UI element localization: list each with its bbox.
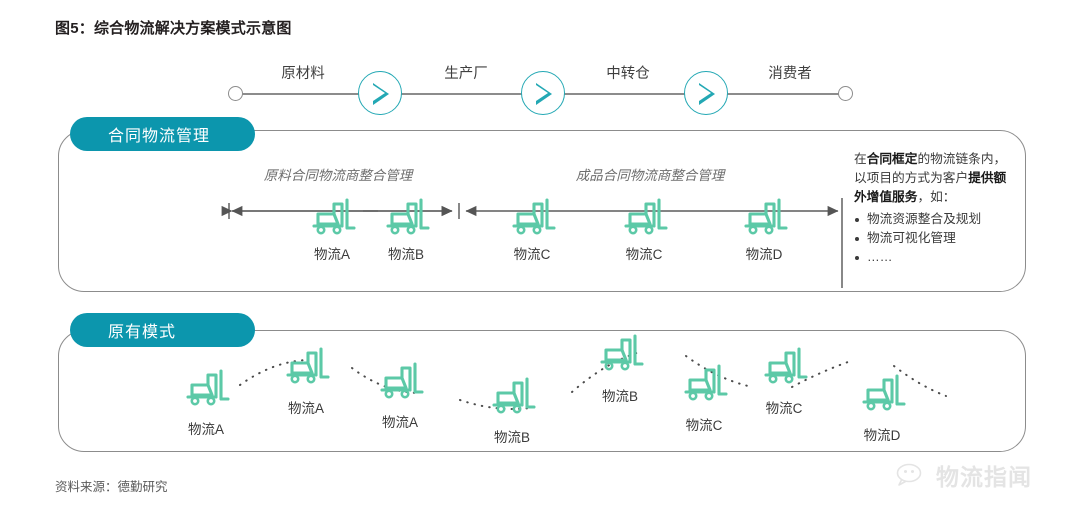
- flow-stage-label-2: 中转仓: [606, 66, 650, 82]
- forklift-label: 物流C: [685, 418, 723, 433]
- badge-legacy-mode: 原有模式: [70, 313, 255, 347]
- wechat-bubble-icon: [896, 463, 922, 486]
- forklift-icon: [680, 362, 730, 402]
- forklift-label: 物流C: [625, 247, 663, 262]
- value-added-note: 在合同框定的物流链条内，以项目的方式为客户提供额外增值服务，如： 物流资源整合及…: [854, 150, 1016, 267]
- forklift-label: 物流A: [287, 401, 325, 416]
- note-bold-1: 合同框定: [866, 152, 918, 166]
- forklift-label: 物流B: [387, 247, 425, 262]
- forklift-label: 物流D: [745, 247, 783, 262]
- circle-node-icon: [838, 86, 853, 101]
- group-label-raw-material: 原料合同物流商整合管理: [263, 168, 413, 183]
- flow-stage-label-1: 生产厂: [444, 66, 488, 82]
- list-item: 物流可视化管理: [854, 229, 1016, 248]
- note-bold-2: 提供额外增值服务: [854, 171, 1007, 204]
- note-post: ，如：: [917, 190, 956, 204]
- page-title: 图5：综合物流解决方案模式示意图: [55, 20, 292, 37]
- legacy-mode-panel: [58, 330, 1026, 452]
- forklift-label: 物流C: [513, 247, 551, 262]
- note-paragraph: 在合同框定的物流链条内，以项目的方式为客户提供额外增值服务，如：: [854, 150, 1016, 207]
- list-item: 物流资源整合及规划: [854, 210, 1016, 229]
- forklift-icon: [382, 196, 432, 236]
- note-bullet-list: 物流资源整合及规划 物流可视化管理 ……: [854, 210, 1016, 267]
- forklift-label: 物流A: [187, 422, 225, 437]
- forklift-label: 物流B: [601, 389, 639, 404]
- note-mid: 的物流链条内，以项目的方式为客户: [854, 152, 1007, 185]
- group-label-finished-goods: 成品合同物流商整合管理: [575, 168, 725, 183]
- forklift-icon: [308, 196, 358, 236]
- flow-stage-label-3: 消费者: [768, 66, 812, 82]
- forklift-label: 物流B: [493, 430, 531, 445]
- forklift-label: 物流A: [381, 415, 419, 430]
- forklift-icon: [740, 196, 790, 236]
- note-pre: 在: [854, 152, 867, 166]
- forklift-icon: [182, 367, 232, 407]
- play-triangle-icon: [358, 71, 402, 115]
- forklift-label: 物流C: [765, 401, 803, 416]
- forklift-icon: [376, 360, 426, 400]
- forklift-label: 物流D: [863, 428, 901, 443]
- forklift-icon: [760, 345, 810, 385]
- forklift-icon: [488, 375, 538, 415]
- forklift-icon: [508, 196, 558, 236]
- forklift-icon: [858, 372, 908, 412]
- flow-stage-label-0: 原材料: [281, 66, 325, 82]
- forklift-icon: [282, 345, 332, 385]
- watermark-label: 物流指闻: [936, 464, 1032, 490]
- forklift-icon: [596, 332, 646, 372]
- forklift-icon: [620, 196, 670, 236]
- play-triangle-icon: [684, 71, 728, 115]
- source-note: 资料来源：德勤研究: [55, 480, 168, 494]
- badge-contract-logistics: 合同物流管理: [70, 117, 255, 151]
- forklift-label: 物流A: [313, 247, 351, 262]
- supply-chain-flow: 原材料 生产厂 中转仓 消费者: [228, 58, 853, 116]
- circle-node-icon: [228, 86, 243, 101]
- list-item: ……: [854, 248, 1016, 267]
- play-triangle-icon: [521, 71, 565, 115]
- watermark: 物流指闻: [896, 455, 1074, 495]
